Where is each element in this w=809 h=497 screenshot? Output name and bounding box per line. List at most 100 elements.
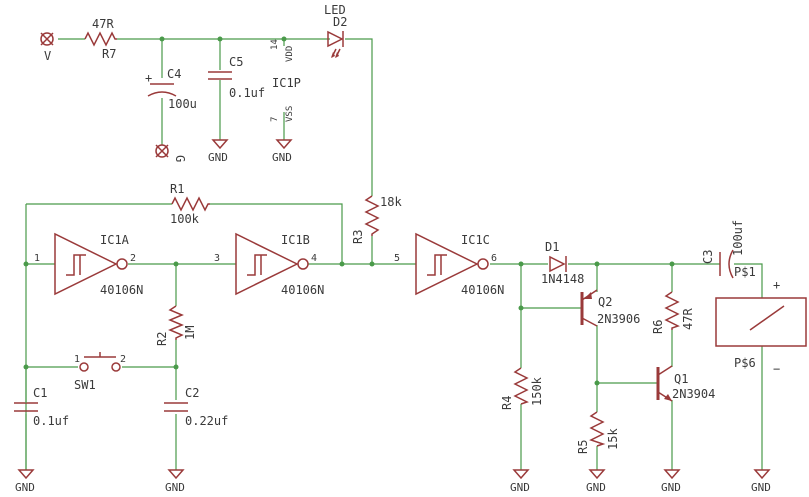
supply-terminal-v[interactable]: V: [40, 32, 54, 63]
gnd-label: GND: [510, 481, 530, 494]
schmitt-inverter-ic1a[interactable]: 1 2 IC1A 40106N: [34, 232, 143, 297]
r5-name: R5: [576, 440, 590, 454]
resistor-r7[interactable]: 47R R7: [84, 17, 117, 61]
d2-name: D2: [333, 15, 347, 29]
ic1p-vdd: VDD: [285, 46, 295, 62]
ic1a-name: IC1A: [100, 233, 130, 247]
q2-value: 2N3906: [597, 312, 640, 326]
resistor-r2[interactable]: R2 1M: [155, 305, 197, 346]
c4-plus: +: [145, 71, 152, 85]
coil-relay[interactable]: P$1 P$6 + −: [715, 265, 807, 376]
ic1p-power[interactable]: 14 VDD IC1P 7 VSS: [270, 39, 301, 122]
resistor-r3[interactable]: 18k R3: [351, 195, 402, 244]
ic1p-vss: VSS: [285, 106, 295, 122]
sw1-name: SW1: [74, 378, 96, 392]
ic1c-value: 40106N: [461, 283, 504, 297]
ic1a-value: 40106N: [100, 283, 143, 297]
c4-name: C4: [167, 67, 181, 81]
ic1p-vss-pin: 7: [270, 117, 280, 122]
junction-dots: [23, 36, 675, 386]
resistor-r5[interactable]: R5 15k: [576, 411, 620, 454]
gnd-ic1p: GND: [272, 139, 293, 164]
q1-value: 2N3904: [672, 387, 715, 401]
resistor-r6[interactable]: R6 47R: [651, 291, 695, 334]
c4-value: 100u: [168, 97, 197, 111]
r3-value: 18k: [380, 195, 402, 209]
v-label: V: [44, 49, 51, 63]
resistor-r4[interactable]: R4 150k: [500, 367, 544, 410]
gnd-label: GND: [208, 151, 228, 164]
c3-value: 100uf: [731, 220, 745, 256]
gnd-label: GND: [272, 151, 292, 164]
gnd-label: GND: [751, 481, 771, 494]
ic1a-pin-out: 2: [130, 253, 136, 264]
r1-name: R1: [170, 182, 184, 196]
coil-pin-bottom: P$6: [734, 356, 756, 370]
gnd-label: GND: [15, 481, 35, 494]
gnd-r4: GND: [510, 469, 530, 494]
resistor-r1[interactable]: R1 100k: [170, 182, 210, 226]
capacitor-c3[interactable]: C3 100uf: [701, 220, 745, 279]
c1-name: C1: [33, 386, 47, 400]
gnd-label: GND: [165, 481, 185, 494]
gnd-label: GND: [586, 481, 606, 494]
transistor-q2[interactable]: Q2 2N3906: [580, 289, 640, 327]
ic1b-pin-in: 3: [214, 253, 220, 264]
ic1b-pin-out: 4: [311, 253, 317, 264]
d1-name: D1: [545, 240, 559, 254]
ic1a-pin-in: 1: [34, 253, 40, 264]
sw1-pin1: 1: [74, 354, 80, 365]
c1-value: 0.1uf: [33, 414, 69, 428]
ic1p-vdd-pin: 14: [270, 39, 280, 50]
r4-name: R4: [500, 396, 514, 410]
d2-value: LED: [324, 3, 346, 17]
r1-value: 100k: [170, 212, 200, 226]
ic1p-name: IC1P: [272, 76, 301, 90]
c3-name: C3: [701, 250, 715, 264]
ic1c-name: IC1C: [461, 233, 490, 247]
ic1b-name: IC1B: [281, 233, 310, 247]
gnd-coil: GND: [751, 469, 771, 494]
schmitt-inverter-ic1c[interactable]: 5 6 IC1C 40106N: [394, 232, 504, 297]
ic1c-pin-in: 5: [394, 253, 400, 264]
r7-name: R7: [102, 47, 116, 61]
gnd-r5: GND: [586, 469, 606, 494]
wires: [25, 38, 763, 470]
capacitor-c5[interactable]: C5 0.1uf: [208, 55, 265, 100]
capacitor-c1[interactable]: C1 0.1uf: [14, 367, 69, 428]
r2-value: 1M: [183, 326, 197, 340]
g-label: G: [173, 155, 187, 162]
c5-name: C5: [229, 55, 243, 69]
ic1c-pin-out: 6: [491, 253, 497, 264]
r7-value: 47R: [92, 17, 114, 31]
gnd-q1: GND: [661, 469, 681, 494]
sw1-pin2: 2: [120, 354, 126, 365]
gnd-c1: GND: [15, 469, 35, 494]
q1-name: Q1: [674, 372, 688, 386]
coil-plus: +: [773, 278, 780, 292]
schmitt-inverter-ic1b[interactable]: 3 4 IC1B 40106N: [214, 232, 324, 297]
capacitor-c2[interactable]: C2 0.22uf: [164, 386, 228, 428]
led-d2[interactable]: LED D2: [324, 3, 347, 58]
capacitor-c4[interactable]: + C4 100u: [145, 67, 197, 111]
c5-value: 0.1uf: [229, 86, 265, 100]
c2-value: 0.22uf: [185, 414, 228, 428]
pushbutton-sw1[interactable]: 1 2 SW1: [74, 352, 126, 392]
coil-minus: −: [773, 362, 780, 376]
transistor-q1[interactable]: Q1 2N3904: [656, 365, 715, 402]
diode-d1[interactable]: D1 1N4148: [541, 240, 584, 286]
supply-terminal-g[interactable]: G: [155, 144, 187, 162]
gnd-c5: GND: [208, 139, 229, 164]
gnd-label: GND: [661, 481, 681, 494]
r6-value: 47R: [681, 308, 695, 330]
r4-value: 150k: [530, 376, 544, 406]
q2-name: Q2: [598, 295, 612, 309]
d1-value: 1N4148: [541, 272, 584, 286]
gnd-c2: GND: [165, 469, 185, 494]
c2-name: C2: [185, 386, 199, 400]
r2-name: R2: [155, 332, 169, 346]
r5-value: 15k: [606, 428, 620, 450]
ic1b-value: 40106N: [281, 283, 324, 297]
r3-name: R3: [351, 230, 365, 244]
